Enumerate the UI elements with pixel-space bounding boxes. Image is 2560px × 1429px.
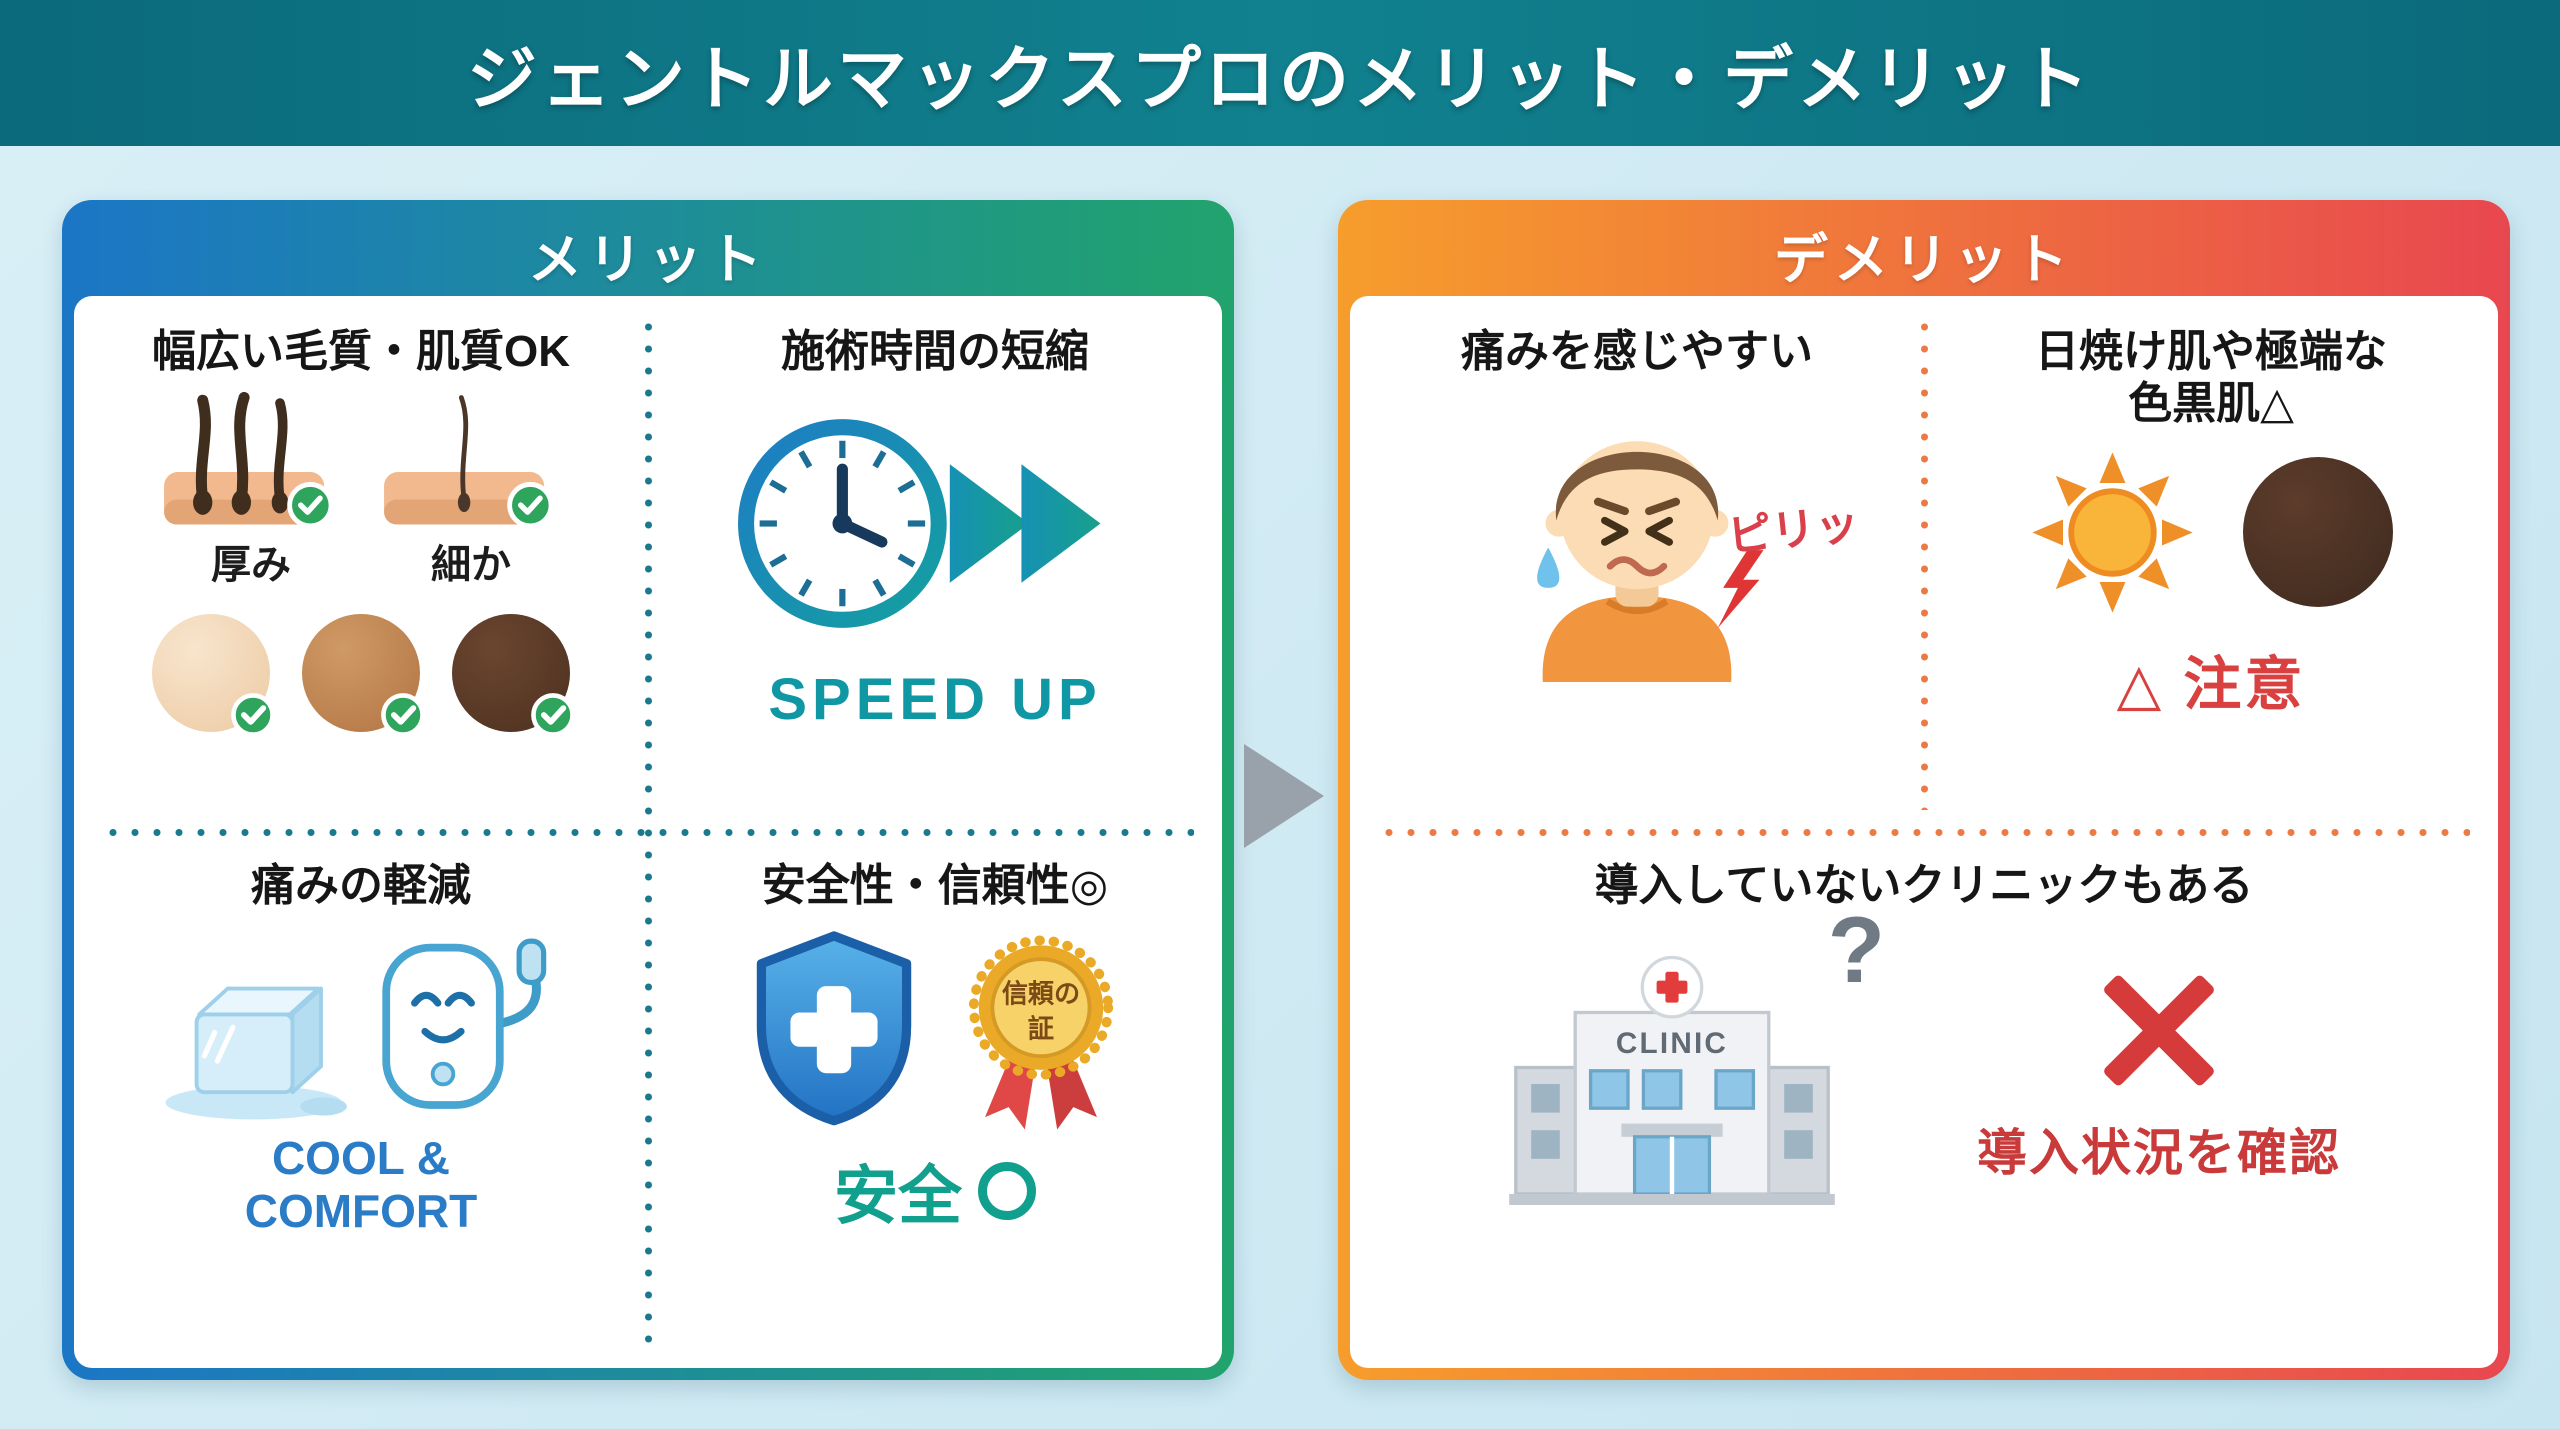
fine-hair-figure: 細か — [381, 392, 561, 590]
main-canvas: メリット 幅広い毛質・肌質OK — [0, 146, 2560, 1429]
sweat-drop-icon — [1537, 547, 1560, 588]
merit-safety-title: 安全性・信頼性◎ — [761, 861, 1109, 910]
thick-hair-figure: 厚み — [161, 391, 341, 590]
sun-icon — [2031, 452, 2193, 613]
demerit-clinic-title: 導入していないクリニックもある — [1594, 861, 2254, 910]
dark-skin-circle-icon — [2242, 457, 2393, 608]
wincing-person-icon — [1537, 441, 1764, 682]
cooling-device-icon — [381, 938, 546, 1109]
page-title: ジェントルマックスプロのメリット・デメリット — [467, 39, 2093, 118]
merit-panel-title: メリット — [528, 229, 768, 290]
demerit-horizontal-divider — [1378, 828, 2470, 836]
demerit-tan-section: 日焼け肌や極端な 色黒肌△ — [1924, 296, 2498, 832]
availability-check: 導入状況を確認 — [1977, 971, 2341, 1185]
check-badge-icon — [507, 481, 554, 529]
merit-panel: メリット 幅広い毛質・肌質OK — [62, 200, 1234, 1380]
demerit-panel-body: 痛みを感じやすい — [1350, 296, 2498, 1368]
pain-illustration: ピリッ — [1397, 386, 1877, 682]
tan-title-line1: 日焼け肌や極端な — [2035, 327, 2387, 376]
safety-illustration: 信頼の 証 — [748, 928, 1122, 1137]
skin-tone-dark-icon — [452, 613, 575, 737]
cool-comfort-caption: COOL & COMFORT — [245, 1132, 478, 1238]
medal-text-line1: 信頼の — [1002, 979, 1080, 1009]
merit-speed-title: 施術時間の短縮 — [781, 327, 1089, 376]
trust-medal-icon: 信頼の 証 — [968, 935, 1114, 1130]
fine-hair-label: 細か — [431, 542, 511, 587]
merit-panel-body: 幅広い毛質・肌質OK — [74, 296, 1222, 1368]
clinic-building-icon: CLINIC — [1509, 955, 1835, 1205]
page-header: ジェントルマックスプロのメリット・デメリット — [0, 0, 2560, 146]
demerit-panel-title: デメリット — [1774, 229, 2074, 290]
ice-cube-icon — [164, 986, 347, 1120]
fine-hair-icon — [384, 395, 554, 529]
lightning-icon — [1717, 550, 1764, 629]
check-badge-icon — [531, 693, 575, 737]
clock-illustration — [725, 378, 1145, 652]
merit-hair-skin-section: 幅広い毛質・肌質OK — [74, 296, 648, 832]
merit-hair-skin-title: 幅広い毛質・肌質OK — [152, 327, 570, 376]
skin-tone-row — [152, 613, 575, 737]
clinic-sign-text: CLINIC — [1616, 1027, 1728, 1060]
skin-tone-medium-icon — [302, 613, 425, 737]
merit-pain-title: 痛みの軽減 — [251, 861, 471, 910]
check-availability-text: 導入状況を確認 — [1977, 1125, 2341, 1182]
cooling-illustration — [160, 928, 563, 1122]
skin-tone-light-icon — [152, 613, 275, 737]
fast-forward-icon — [949, 464, 1101, 583]
merit-horizontal-divider — [102, 828, 1194, 836]
merit-safety-section: 安全性・信頼性◎ — [648, 832, 1222, 1368]
cool-caption-line1: COOL & — [271, 1131, 451, 1184]
cool-caption-line2: COMFORT — [244, 1184, 478, 1237]
medal-text-line2: 証 — [1028, 1013, 1054, 1043]
clock-speed-icon — [738, 419, 1101, 628]
demerit-vertical-divider — [1920, 316, 1928, 810]
demerit-panel: デメリット 痛みを感じやすい — [1338, 200, 2510, 1380]
circle-ok-icon — [978, 1161, 1036, 1220]
check-badge-icon — [287, 481, 334, 529]
shield-cross-icon — [756, 931, 912, 1126]
hair-illustrations: 厚み — [161, 391, 561, 590]
merit-pain-section: 痛みの軽減 — [74, 832, 648, 1368]
tan-title-line2: 色黒肌△ — [2128, 378, 2294, 428]
safe-caption-text: 安全 — [834, 1159, 962, 1232]
demerit-pain-section: 痛みを感じやすい — [1350, 296, 1924, 832]
caution-caption: △ 注意 — [2116, 651, 2306, 717]
speed-up-caption: SPEED UP — [768, 666, 1102, 732]
x-mark-icon — [2100, 971, 2218, 1089]
tan-illustration — [2030, 450, 2393, 615]
safe-caption: 安全 — [834, 1145, 1036, 1237]
demerit-tan-title: 日焼け肌や極端な 色黒肌△ — [2035, 326, 2387, 430]
clinic-wrap: CLINIC ? — [1507, 897, 1885, 1221]
merit-speed-section: 施術時間の短縮 — [648, 296, 1222, 832]
thick-hair-label: 厚み — [211, 542, 291, 587]
clinic-illustration-row: CLINIC ? — [1350, 897, 2498, 1221]
check-badge-icon — [231, 693, 275, 737]
demerit-pain-title: 痛みを感じやすい — [1461, 327, 1813, 376]
question-mark: ? — [1827, 896, 1885, 1002]
check-badge-icon — [381, 693, 425, 737]
thick-hair-icon — [164, 391, 334, 529]
transition-arrow-icon — [1244, 744, 1324, 848]
pain-sfx-text: ピリッ — [1725, 499, 1862, 562]
demerit-clinic-section: 導入していないクリニックもある — [1350, 832, 2498, 1368]
